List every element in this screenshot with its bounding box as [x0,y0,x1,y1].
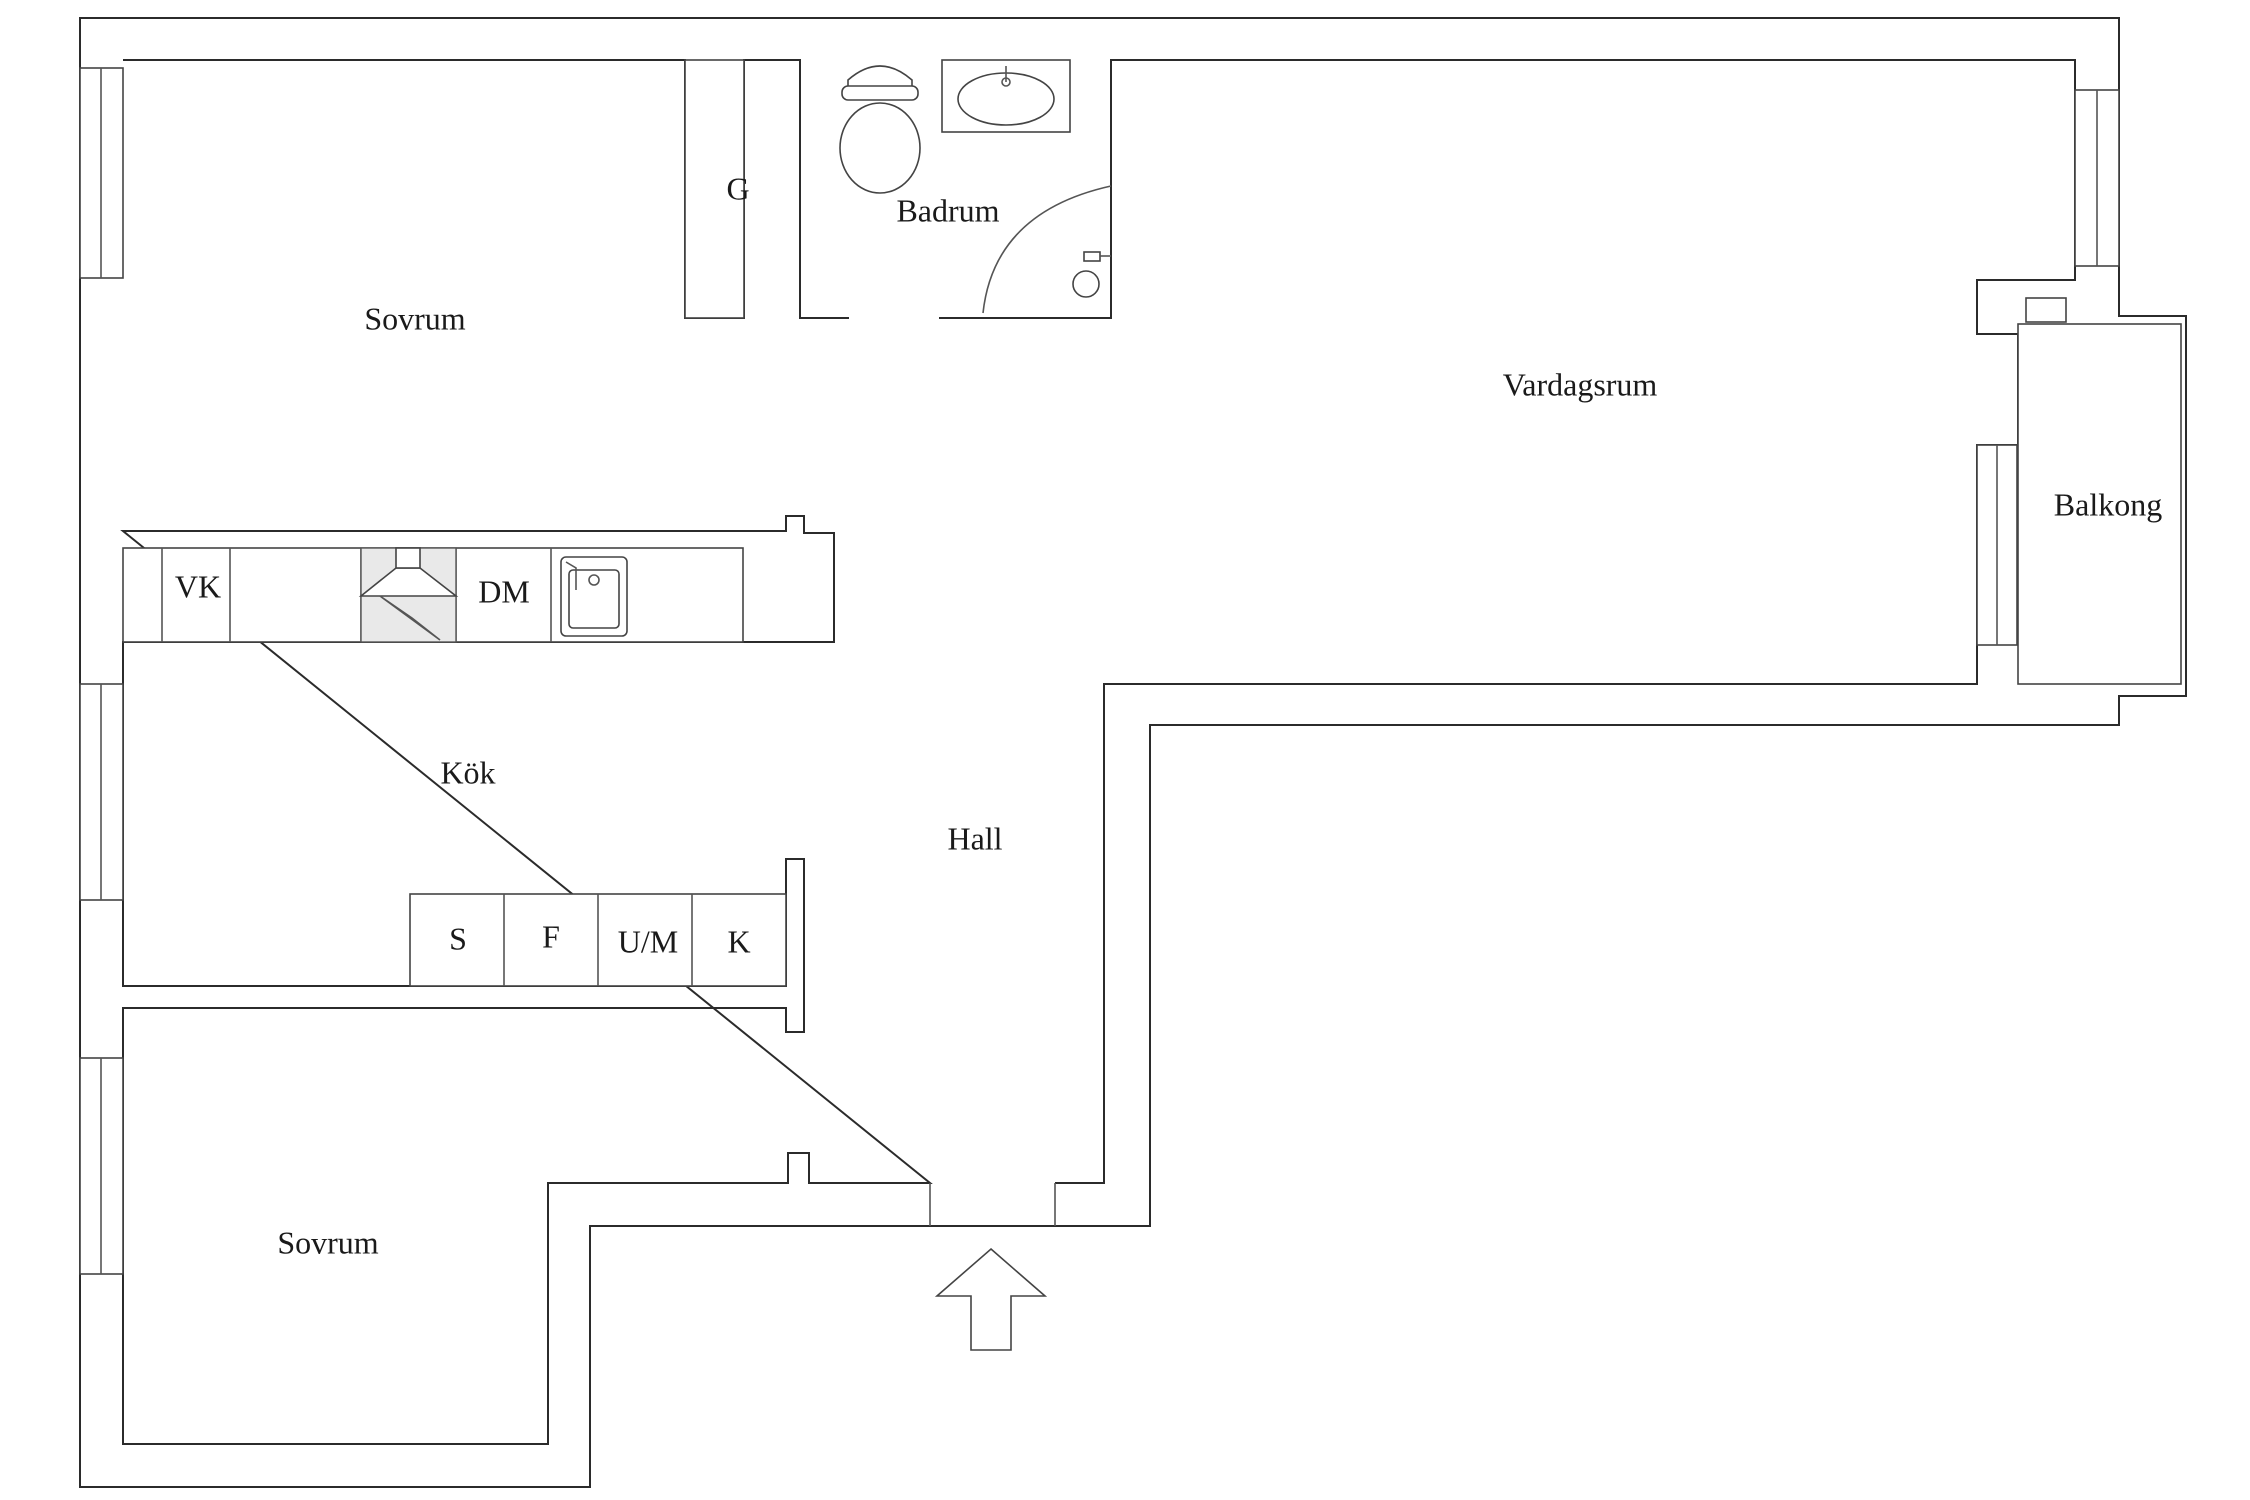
inner-wall-outline [120,59,2076,1445]
toilet-icon [839,65,921,194]
fixture-label-freezer: S [449,920,467,956]
entrance-arrow-icon [934,1247,1048,1351]
washbasin-icon [941,59,1071,133]
room-label-bedroom-top: Sovrum [364,300,465,336]
fixture-label-cold-storage: K [727,923,750,959]
shower-icon [982,185,1112,314]
room-label-bathroom: Badrum [896,192,999,228]
balcony-door-top [2025,297,2067,323]
fixture-label-dishwasher: DM [478,573,530,609]
room-label-living-room: Vardagsrum [1503,366,1658,402]
outer-wall-outline [79,17,2187,1488]
balcony [2017,323,2182,685]
stove-hood-icon [358,547,459,643]
room-label-kitchen: Kök [440,754,495,790]
fixture-label-water-heater: VK [175,568,221,604]
room-label-bedroom-bottom: Sovrum [277,1224,378,1260]
room-label-balcony: Balkong [2054,486,2162,522]
room-label-hall: Hall [947,820,1002,856]
wardrobe [684,59,745,319]
room-label-wardrobe: G [726,170,749,206]
kitchen-sink-icon [560,556,628,637]
windows [79,67,2120,1275]
outer-walls [79,17,2187,1488]
fixture-label-fridge: F [542,918,560,954]
fixture-label-oven-microwave: U/M [618,923,678,959]
kitchen-appliances-bottom [409,893,787,987]
